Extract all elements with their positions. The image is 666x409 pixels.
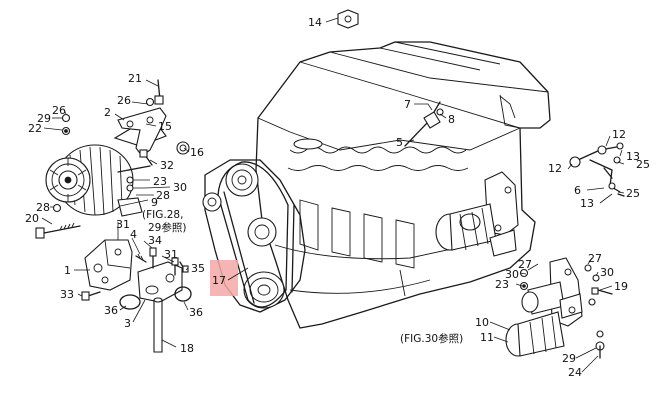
callout-29b: 29 bbox=[562, 352, 576, 365]
callout-32: 32 bbox=[160, 159, 174, 172]
callout-31a: 31 bbox=[116, 218, 130, 231]
callout-31b: 31 bbox=[164, 248, 178, 261]
belt-drive bbox=[202, 159, 306, 313]
gasket-36b bbox=[174, 286, 192, 302]
callout-13a: 13 bbox=[626, 150, 640, 163]
callout-18: 18 bbox=[180, 342, 194, 355]
callout-25b: 25 bbox=[626, 187, 640, 200]
callout-8: 8 bbox=[448, 113, 455, 126]
callout-29a: 29 bbox=[37, 112, 51, 125]
callout-36b: 36 bbox=[189, 306, 203, 319]
callout-30b: 30 bbox=[505, 268, 519, 281]
callout-23a: 23 bbox=[153, 175, 167, 188]
callout-10: 10 bbox=[475, 316, 489, 329]
callout-7: 7 bbox=[404, 98, 411, 111]
callouts: 14 21 26 2 26 29 22 15 16 32 23 30 28 9 … bbox=[25, 16, 650, 379]
callout-26a: 26 bbox=[117, 94, 131, 107]
callout-34: 34 bbox=[148, 234, 162, 247]
figure-references: (FIG.28, 29参照) (FIG.30参照) bbox=[142, 209, 463, 345]
callout-14: 14 bbox=[308, 16, 322, 29]
bolt-35 bbox=[179, 261, 189, 273]
starter-lower bbox=[505, 257, 583, 357]
alternator bbox=[45, 125, 167, 217]
callout-36a: 36 bbox=[104, 304, 118, 317]
callout-6: 6 bbox=[574, 184, 581, 197]
sensor-harness bbox=[569, 142, 625, 197]
callout-17-highlight bbox=[210, 260, 238, 296]
callout-4: 4 bbox=[130, 228, 137, 241]
callout-16: 16 bbox=[190, 146, 204, 159]
callout-3: 3 bbox=[124, 317, 131, 330]
gasket-36a bbox=[119, 294, 141, 310]
callout-11: 11 bbox=[480, 331, 494, 344]
callout-13b: 13 bbox=[580, 197, 594, 210]
callout-24: 24 bbox=[568, 366, 582, 379]
callout-15: 15 bbox=[158, 120, 172, 133]
callout-5: 5 bbox=[396, 136, 403, 149]
callout-30c: 30 bbox=[600, 266, 614, 279]
callout-21: 21 bbox=[128, 72, 142, 85]
bracket-3 bbox=[137, 261, 183, 303]
fig30-reference: (FIG.30参照) bbox=[400, 332, 463, 345]
callout-30a: 30 bbox=[173, 181, 187, 194]
callout-27a: 27 bbox=[518, 258, 532, 271]
callout-27b: 27 bbox=[588, 252, 602, 265]
callout-28b: 28 bbox=[36, 201, 50, 214]
engine-block bbox=[255, 41, 551, 329]
callout-17: 17 bbox=[212, 274, 226, 287]
callout-26b: 26 bbox=[52, 104, 66, 117]
callout-25a: 25 bbox=[636, 158, 650, 171]
callout-23b: 23 bbox=[495, 278, 509, 291]
bracket-14 bbox=[337, 9, 359, 29]
starter-upper bbox=[435, 171, 519, 257]
stud-4 bbox=[135, 253, 147, 263]
callout-19: 19 bbox=[614, 280, 628, 293]
callout-12b: 12 bbox=[548, 162, 562, 175]
leader-lines bbox=[41, 17, 625, 373]
bolt-34 bbox=[149, 247, 157, 269]
callout-1: 1 bbox=[64, 264, 71, 277]
bracket-1 bbox=[84, 239, 133, 291]
callout-12a: 12 bbox=[612, 128, 626, 141]
bolt-31b bbox=[171, 257, 179, 276]
callout-9: 9 bbox=[151, 196, 158, 209]
callout-20: 20 bbox=[25, 212, 39, 225]
fig28-reference-line2: 29参照) bbox=[148, 221, 186, 234]
bolt-20 bbox=[35, 222, 81, 239]
callout-28a: 28 bbox=[156, 189, 170, 202]
callout-35: 35 bbox=[191, 262, 205, 275]
callout-22: 22 bbox=[28, 122, 42, 135]
callout-2: 2 bbox=[104, 106, 111, 119]
bolt-33 bbox=[81, 291, 101, 301]
pipe-18 bbox=[153, 297, 163, 353]
fig28-reference-line1: (FIG.28, bbox=[142, 209, 183, 221]
callout-33: 33 bbox=[60, 288, 74, 301]
